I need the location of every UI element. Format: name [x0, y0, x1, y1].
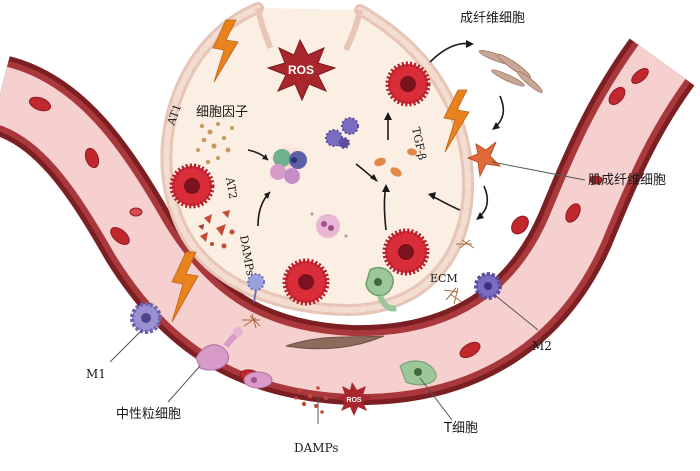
macrophage-small-left: [247, 273, 265, 303]
tgf-beta-droplets: [374, 148, 417, 177]
label-ecm: ECM: [430, 272, 458, 285]
fibroblasts: [478, 50, 543, 93]
alveolar-macrophages: [325, 117, 359, 149]
m1-macrophage: [130, 302, 162, 334]
at2-cell: [385, 61, 431, 107]
label-cytokines: 细胞因子: [196, 105, 248, 120]
label-fibroblast: 成纤维细胞: [460, 11, 525, 26]
neutrophil-vessel: [195, 327, 243, 371]
at2-cells: [169, 61, 431, 306]
label-damps-bottom: DAMPs: [294, 441, 338, 455]
m2-macrophage: [474, 272, 502, 300]
label-at2: AT2: [223, 175, 240, 200]
cytokine-particles: [196, 122, 234, 165]
ros-star-top: ROS: [266, 38, 337, 102]
ros-bottom-label: ROS: [346, 397, 362, 404]
label-m2: M2: [532, 339, 552, 353]
immune-cluster: [270, 149, 307, 184]
leader-lines: [109, 161, 586, 424]
lightning-icon: [171, 251, 199, 323]
neutrophil-alveolar: [310, 212, 348, 238]
process-arrows: [247, 40, 505, 231]
at2-cell: [282, 258, 330, 306]
blood-vessel: [0, 38, 695, 406]
lightning-icon: [212, 19, 239, 83]
lightning-icons: [171, 19, 470, 323]
ros-top-label: ROS: [288, 63, 314, 77]
at2-cell: [382, 228, 430, 276]
neutrophil-vessel-2: [243, 371, 273, 389]
myofibroblast-cell: [466, 141, 502, 178]
label-neutrophil: 中性粒细胞: [116, 407, 181, 422]
ecm-fibers: [242, 239, 475, 329]
t-cell-migrating: [365, 267, 397, 312]
lightning-icon: [443, 89, 470, 153]
damps-fragments-bottom: [294, 386, 329, 414]
t-cell-vessel: [399, 360, 437, 386]
ros-star-bottom: ROS: [336, 382, 372, 416]
label-m1: M1: [86, 367, 106, 381]
label-myofibroblast: 肌成纤维细胞: [588, 173, 666, 188]
red-blood-cells: [28, 68, 649, 383]
label-t-cell: T细胞: [443, 421, 478, 436]
damps-fragments-inner: [198, 210, 235, 249]
at2-cell: [169, 163, 215, 209]
fibroblast-elongated: [285, 335, 385, 350]
